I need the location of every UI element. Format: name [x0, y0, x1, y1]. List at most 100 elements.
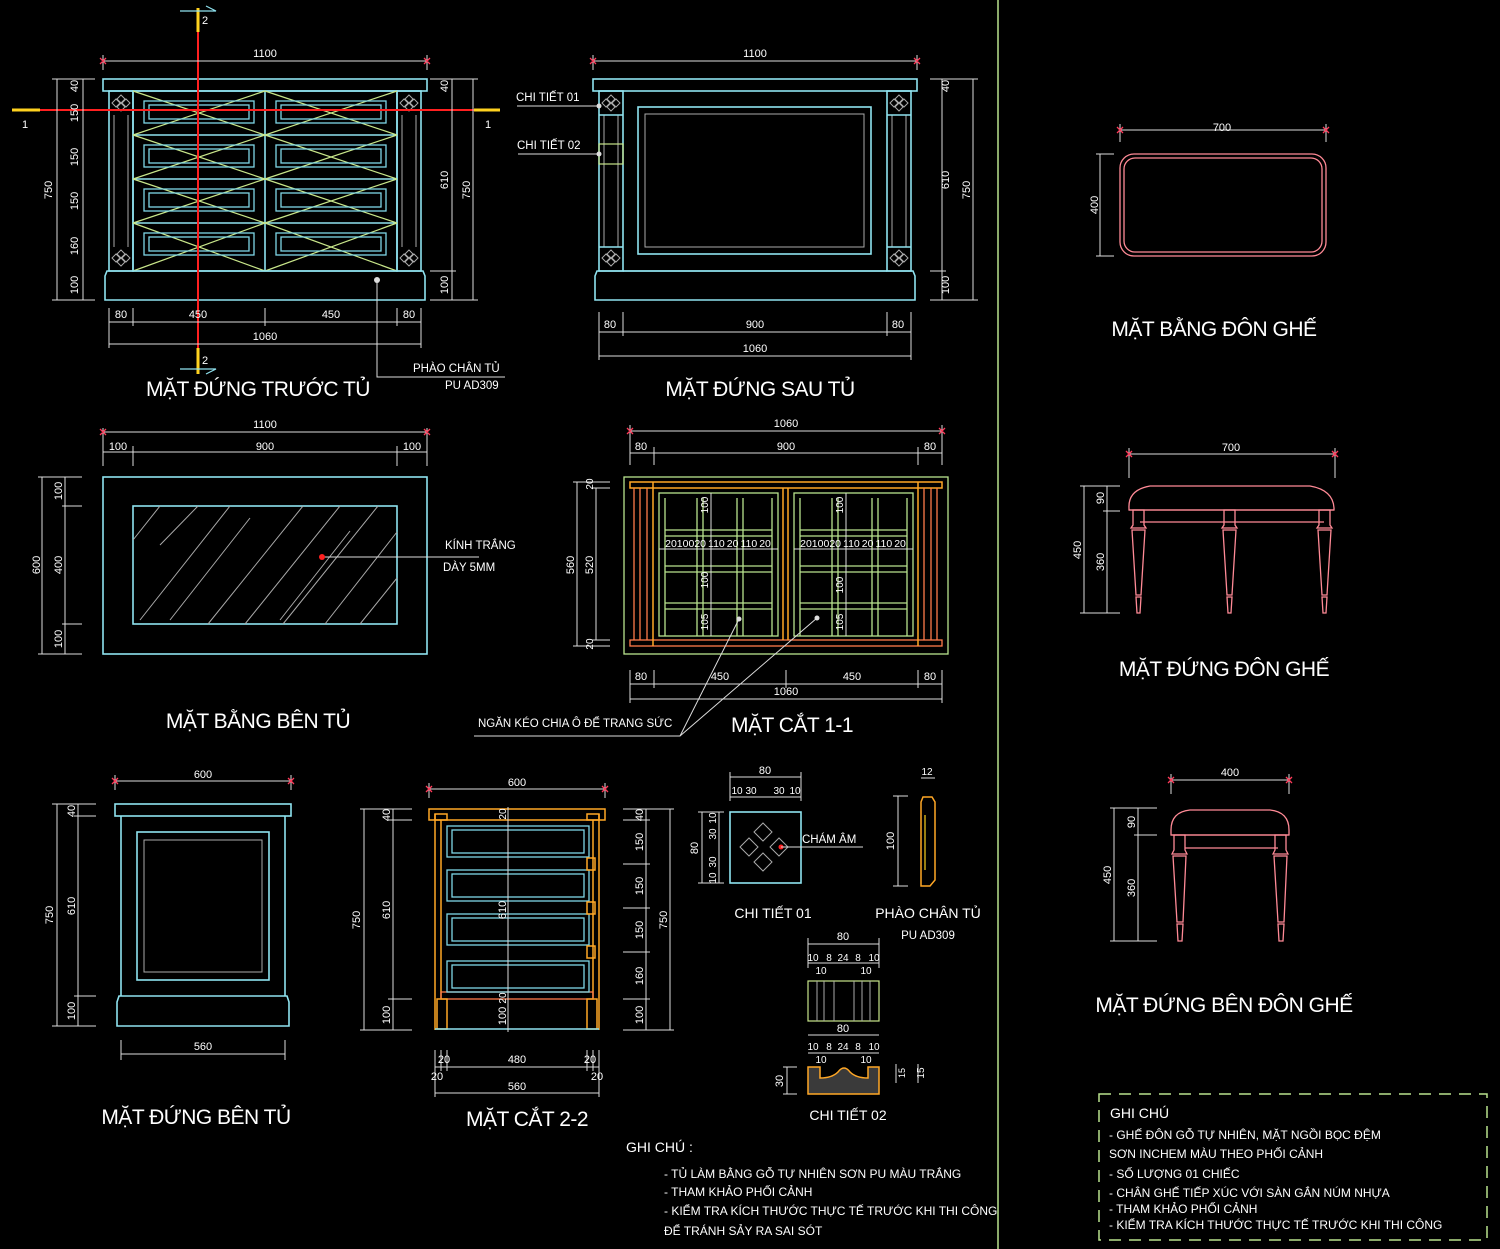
stool-front: 700 450 90 360 MẶT ĐỨNG ĐÔN GHẾ — [1072, 442, 1336, 681]
svg-text:10: 10 — [860, 966, 872, 977]
svg-text:80: 80 — [689, 842, 701, 854]
section-2-2-title: MẶT CẮT 2-2 — [466, 1107, 588, 1131]
svg-text:- CHÂN GHẾ TIẾP XÚC VỚI SÀN GẮ: - CHÂN GHẾ TIẾP XÚC VỚI SÀN GẮN NÚM NHỰA — [1109, 1185, 1390, 1200]
svg-text:- SỐ LƯỢNG 01 CHIẾC: - SỐ LƯỢNG 01 CHIẾC — [1109, 1166, 1240, 1181]
svg-text:150: 150 — [69, 192, 81, 210]
svg-text:10: 10 — [815, 966, 827, 977]
stool-notes: GHI CHÚ - GHẾ ĐÔN GỖ TỰ NHIÊN, MẶT NGỒI … — [1098, 1093, 1488, 1241]
front-elevation-title: MẶT ĐỨNG TRƯỚC TỦ — [146, 377, 370, 401]
svg-text:24: 24 — [837, 953, 849, 964]
svg-text:100: 100 — [439, 276, 451, 294]
svg-text:160: 160 — [634, 967, 646, 985]
svg-text:100: 100 — [940, 276, 952, 294]
svg-text:20: 20 — [585, 478, 596, 490]
glass-callout-label: KÍNH TRẮNG — [445, 539, 516, 552]
svg-text:610: 610 — [497, 901, 509, 919]
svg-text:40: 40 — [940, 80, 952, 92]
svg-text:100: 100 — [835, 576, 846, 593]
svg-text:40: 40 — [66, 805, 78, 817]
svg-text:PU AD309: PU AD309 — [445, 380, 499, 392]
svg-text:80: 80 — [892, 319, 904, 331]
svg-text:610: 610 — [381, 901, 393, 919]
svg-text:400: 400 — [53, 556, 65, 574]
detail-02-title: CHI TIẾT 02 — [809, 1107, 887, 1123]
stool-plan-title: MẶT BẰNG ĐÔN GHẾ — [1111, 317, 1317, 341]
plinth-profile: 100 12 PHÀO CHÂN TỦ PU AD309 — [875, 767, 981, 942]
svg-text:100: 100 — [381, 1006, 393, 1024]
cabinet-notes: GHI CHÚ : - TỦ LÀM BẰNG GỖ TỰ NHIÊN SƠN … — [626, 1139, 997, 1238]
jewelry-grid-left — [658, 492, 779, 637]
svg-text:700: 700 — [1222, 442, 1240, 454]
svg-text:8: 8 — [855, 1042, 861, 1053]
svg-text:1060: 1060 — [253, 331, 277, 343]
svg-text:400: 400 — [1089, 196, 1101, 214]
svg-text:10: 10 — [815, 1055, 827, 1066]
front-dim-750-left: 750 — [43, 181, 55, 199]
svg-text:SƠN INCHEM MÀU THEO PHỐI CẢNH: SƠN INCHEM MÀU THEO PHỐI CẢNH — [1109, 1146, 1323, 1161]
svg-text:20: 20 — [431, 1071, 443, 1083]
svg-text:1100: 1100 — [253, 419, 277, 431]
svg-text:100: 100 — [109, 441, 127, 453]
svg-text:100: 100 — [634, 1006, 646, 1024]
svg-text:100: 100 — [69, 276, 81, 294]
svg-text:100: 100 — [497, 1007, 509, 1025]
svg-text:24: 24 — [837, 1042, 849, 1053]
svg-text:10: 10 — [789, 786, 801, 797]
svg-text:30: 30 — [745, 786, 757, 797]
svg-text:900: 900 — [746, 319, 764, 331]
callout-chi-tiet-02: CHI TIẾT 02 — [517, 139, 581, 152]
svg-text:600: 600 — [508, 777, 526, 789]
dimension-ticks — [99, 57, 1339, 793]
svg-text:10: 10 — [708, 872, 719, 884]
svg-text:450: 450 — [1072, 541, 1084, 559]
section-mark-1-left: 1 — [22, 119, 28, 131]
svg-text:900: 900 — [256, 441, 274, 453]
svg-text:80: 80 — [837, 931, 849, 943]
svg-text:360: 360 — [1126, 879, 1138, 897]
svg-text:150: 150 — [634, 833, 646, 851]
svg-text:150: 150 — [69, 148, 81, 166]
svg-text:1060: 1060 — [743, 343, 767, 355]
plinth-callout-label: PHÀO CHÂN TỦ — [413, 362, 500, 375]
svg-text:ĐỂ TRÁNH SẢY RA SAI SÓT: ĐỂ TRÁNH SẢY RA SAI SÓT — [664, 1223, 823, 1238]
side-elevation-title: MẶT ĐỨNG BÊN TỦ — [101, 1105, 290, 1129]
front-dim-1100: 1100 — [253, 48, 277, 60]
svg-text:10: 10 — [860, 1055, 872, 1066]
svg-text:520: 520 — [584, 556, 596, 574]
side-elevation: 600 750 40 610 100 560 MẶT ĐỨNG BÊN TỦ — [44, 769, 292, 1129]
svg-text:- KIỂM TRA KÍCH THƯỚC THỰC TẾ: - KIỂM TRA KÍCH THƯỚC THỰC TẾ TRƯỚC KHI … — [664, 1203, 997, 1218]
svg-text:750: 750 — [351, 911, 363, 929]
svg-text:8: 8 — [826, 1042, 832, 1053]
svg-text:105: 105 — [835, 613, 846, 630]
svg-text:150: 150 — [634, 877, 646, 895]
svg-text:450: 450 — [843, 671, 861, 683]
svg-text:90: 90 — [1126, 816, 1138, 828]
svg-text:DÀY 5MM: DÀY 5MM — [443, 561, 495, 574]
svg-text:80: 80 — [924, 441, 936, 453]
svg-text:40: 40 — [439, 80, 451, 92]
front-right-pilaster — [396, 90, 422, 272]
svg-text:20: 20 — [585, 638, 596, 650]
svg-text:80: 80 — [759, 765, 771, 777]
svg-text:80: 80 — [604, 319, 616, 331]
svg-text:10: 10 — [868, 953, 880, 964]
svg-text:700: 700 — [1213, 122, 1231, 134]
svg-text:600: 600 — [194, 769, 212, 781]
svg-text:40: 40 — [381, 809, 393, 821]
front-left-pilaster — [108, 90, 134, 272]
svg-text:100: 100 — [700, 496, 711, 513]
svg-text:750: 750 — [461, 181, 473, 199]
svg-text:610: 610 — [66, 897, 78, 915]
stool-notes-heading: GHI CHÚ — [1110, 1105, 1169, 1121]
detail-01: CHÁM ÂM 80 10 30 30 10 80 10 30 30 10 CH… — [689, 765, 863, 921]
stool-front-legs — [1129, 509, 1334, 614]
plinth-title: PHÀO CHÂN TỦ — [875, 904, 981, 921]
section-1-1-title: MẶT CẮT 1-1 — [731, 713, 853, 737]
svg-text:100: 100 — [403, 441, 421, 453]
svg-text:12: 12 — [921, 767, 933, 778]
section-2-2: 610 20 20 100 600 750 40 610 100 40 150 … — [351, 777, 674, 1131]
section-mark-2-top: 2 — [202, 15, 208, 27]
svg-text:100: 100 — [66, 1002, 78, 1020]
svg-text:30: 30 — [774, 1075, 786, 1087]
